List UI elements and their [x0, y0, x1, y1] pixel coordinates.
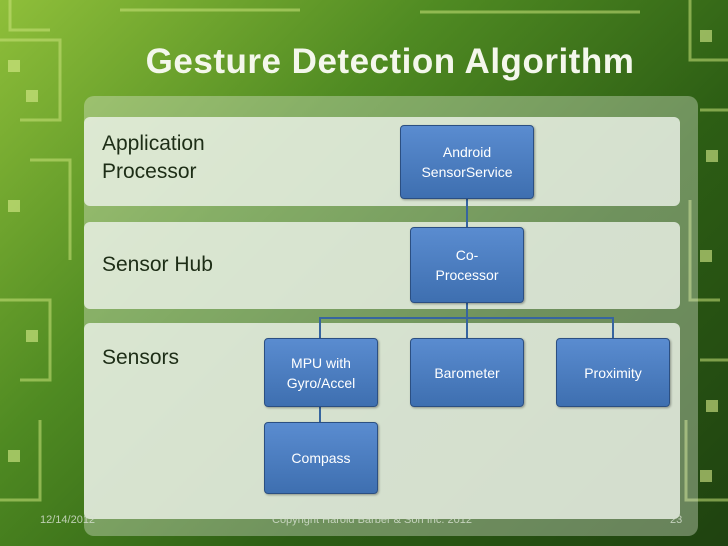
- layer-label-sensor-hub: Sensor Hub: [102, 253, 213, 276]
- node-proximity[interactable]: Proximity: [556, 338, 670, 407]
- layer-label-sensors: Sensors: [102, 346, 180, 369]
- node-android-sensorservice[interactable]: Android SensorService: [400, 125, 534, 199]
- node-mpu-gyro-accel[interactable]: MPU with Gyro/Accel: [264, 338, 378, 407]
- layer-band-application-processor: [84, 117, 680, 206]
- layer-band-sensor-hub: [84, 222, 680, 309]
- slide-title: Gesture Detection Algorithm: [145, 42, 635, 81]
- connector-to-mpu: [319, 317, 321, 339]
- layer-label-application-processor: Application Processor: [102, 132, 205, 183]
- footer-page-number: 23: [670, 514, 683, 526]
- connector-mpu-compass: [319, 406, 321, 422]
- node-barometer[interactable]: Barometer: [410, 338, 524, 407]
- connector-to-barometer: [466, 317, 468, 339]
- connector-coprocessor-stem: [466, 302, 468, 318]
- footer-copyright: Copyright Harold Barber & Son Inc. 2012: [272, 514, 472, 526]
- connector-sensorservice-coprocessor: [466, 198, 468, 227]
- footer-date: 12/14/2012: [40, 514, 96, 526]
- node-co-processor[interactable]: Co- Processor: [410, 227, 524, 303]
- node-compass[interactable]: Compass: [264, 422, 378, 494]
- connector-to-proximity: [612, 317, 614, 339]
